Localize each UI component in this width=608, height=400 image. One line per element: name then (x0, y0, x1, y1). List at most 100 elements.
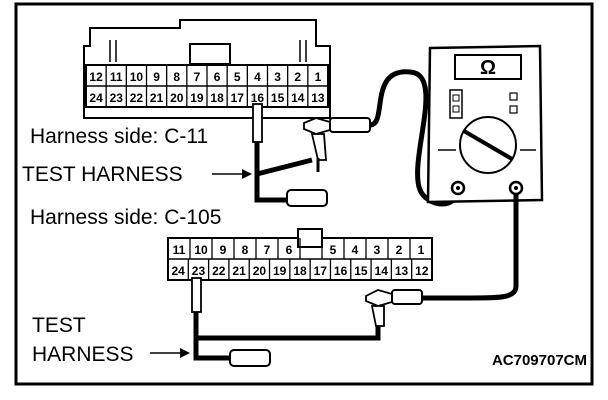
c11-harness-wire (254, 192, 287, 203)
c105-top-pin-label: 8 (242, 243, 249, 257)
c11-top-pin-label: 12 (89, 70, 103, 84)
c11-bottom-pin-cell: 18 (206, 86, 224, 107)
c11-bottom-pin-cell: 22 (125, 86, 144, 107)
c105-top-pin-cell: 3 (365, 238, 381, 259)
c11-top-pin-cell: 11 (105, 65, 123, 86)
c105-bottom-pin-cell: 16 (329, 259, 348, 280)
c105-bottom-pin-cell: 18 (289, 259, 307, 280)
c11-top-pin-label: 3 (274, 70, 281, 84)
arrow-right-icon (212, 169, 252, 179)
c11-bottom-pin-label: 15 (271, 91, 285, 105)
c105-bottom-pin-cell: 15 (350, 259, 368, 280)
c11-bottom-pin-cell: 21 (145, 86, 164, 107)
c105-bottom-pin-label: 24 (171, 264, 185, 278)
c105-bottom-pin-cell: 24 (171, 264, 185, 278)
c105-bottom-pin-label: 15 (354, 264, 368, 278)
c11-top-pin-cell: 8 (166, 65, 180, 86)
c105-top-pin-label: 6 (286, 243, 293, 257)
c11-bottom-pin-cell: 16 (246, 86, 264, 107)
c11-top-pin-label: 7 (194, 70, 201, 84)
c11-bottom-pin-label: 22 (130, 91, 144, 105)
meter-lead-c105 (420, 194, 519, 301)
c11-top-pin-cell: 6 (206, 65, 221, 86)
c11-bottom-pin-label: 24 (89, 91, 103, 105)
c105-top-pin-label: 1 (418, 243, 425, 257)
multimeter: Ω (426, 44, 544, 204)
c105-bottom-pin-cell: 23 (187, 259, 205, 280)
c11-bottom-pin-cell: 23 (105, 86, 123, 107)
c11-alligator-clip (256, 117, 371, 177)
c105-alligator-clip (196, 289, 423, 341)
c105-bottom-pin-cell: 21 (228, 259, 246, 280)
arrow-right-icon (150, 348, 190, 358)
c11-bottom-pin-label: 17 (231, 91, 245, 105)
c11-bottom-pin-label: 14 (291, 91, 305, 105)
test-harness-label-1: TEST HARNESS (22, 163, 183, 186)
c11-top-pin-label: 10 (130, 70, 144, 84)
c11-top-pin-label: 1 (315, 70, 322, 84)
c11-bottom-pin-cell: 14 (287, 86, 305, 107)
c105-top-pin-label: 2 (396, 243, 403, 257)
c11-top-pin-label: 9 (153, 70, 160, 84)
c11-top-pin-label: 5 (234, 70, 241, 84)
c105-top-pin-label: 11 (173, 243, 186, 257)
c105-top-pin-cell: 1 (409, 238, 425, 259)
c11-harness-plug (286, 189, 328, 207)
c105-bottom-pin-cell: 17 (309, 259, 328, 280)
c11-top-pin-label: 4 (254, 70, 261, 84)
harness-side-c11-label: Harness side: C-11 (30, 125, 208, 148)
c105-bottom-pin-cell: 22 (207, 259, 226, 280)
c105-top-pin-label: 3 (374, 243, 381, 257)
c105-top-pin-cell: 7 (255, 238, 271, 259)
c11-bottom-pin-cell: 24 (89, 91, 103, 105)
harness-side-c105-label: Harness side: C-105 (30, 206, 221, 229)
c11-top-pin-label: 11 (110, 70, 123, 84)
c105-bottom-pin-label: 13 (395, 264, 409, 278)
c105-bottom-pin-label: 14 (375, 264, 389, 278)
c11-probe-pin16 (252, 103, 263, 192)
c105-top-pin-cell: 4 (343, 238, 359, 259)
c105-bottom-pin-label: 12 (415, 264, 429, 278)
c105-bottom-pin-cell: 19 (268, 259, 287, 280)
c105-top-pin-cell: 2 (387, 238, 403, 259)
c105-top-pin-cell: 6 (277, 238, 293, 259)
c11-bottom-pin-label: 19 (190, 91, 204, 105)
c11-top-pin-cell: 5 (226, 65, 241, 86)
c105-harness-plug (229, 349, 271, 367)
c105-bottom-pin-label: 16 (334, 264, 348, 278)
ohm-symbol-icon: Ω (480, 57, 496, 79)
c105-bottom-pin-label: 19 (273, 264, 287, 278)
c11-top-pin-cell: 7 (186, 65, 201, 86)
c105-top-pin-cell: 8 (233, 238, 249, 259)
c11-top-pin-cell: 2 (287, 65, 301, 86)
c11-bottom-pin-cell: 13 (307, 86, 325, 107)
c105-top-pin-label: 10 (194, 243, 208, 257)
c11-bottom-pin-label: 21 (150, 91, 164, 105)
figure-frame (14, 2, 594, 386)
c105-top-pin-label: 7 (264, 243, 271, 257)
c11-bottom-pin-label: 13 (311, 91, 325, 105)
c105-bottom-pin-label: 17 (314, 264, 328, 278)
c105-harness-wire (193, 350, 230, 361)
test-harness-label-2-line1: TEST (32, 314, 86, 337)
c11-top-pin-cell: 4 (246, 65, 261, 86)
test-harness-label-2-line2: HARNESS (32, 343, 134, 366)
c105-top-pin-cell: 5 (321, 238, 337, 259)
c105-bottom-pin-label: 18 (293, 264, 307, 278)
c105-top-pin-label: 9 (220, 243, 227, 257)
c11-top-pin-cell: 12 (89, 70, 103, 84)
c11-top-pin-cell: 1 (307, 65, 322, 86)
c11-top-pin-label: 2 (294, 70, 301, 84)
c105-top-pin-label: 4 (352, 243, 359, 257)
c11-bottom-pin-label: 20 (170, 91, 184, 105)
c11-bottom-pin-cell: 19 (186, 86, 204, 107)
c105-bottom-pin-label: 22 (212, 264, 226, 278)
c11-top-pin-label: 6 (214, 70, 221, 84)
c11-top-pin-cell: 10 (125, 65, 144, 86)
c105-bottom-pin-label: 20 (253, 264, 267, 278)
c11-bottom-pin-cell: 20 (166, 86, 184, 107)
c105-bottom-pin-cell: 20 (248, 259, 267, 280)
